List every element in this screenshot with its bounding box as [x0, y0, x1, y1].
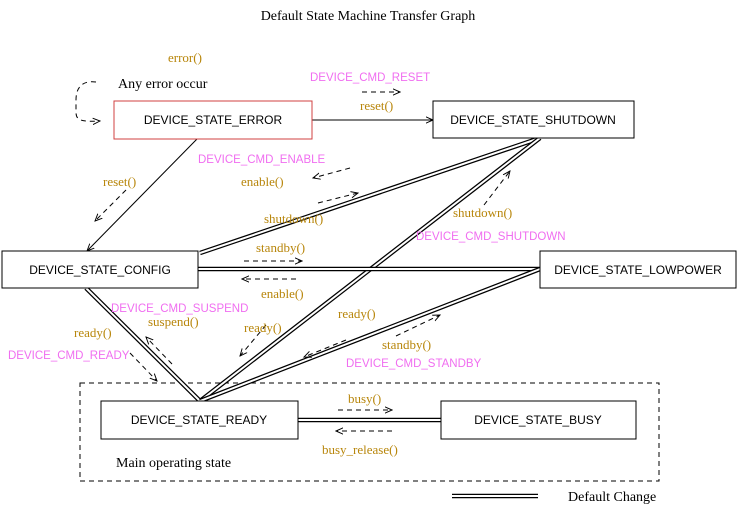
cmd-reset-label: DEVICE_CMD_RESET	[310, 72, 430, 84]
error-self-loop	[75, 81, 100, 121]
fn-shutdown-ready-label: shutdown()	[453, 205, 512, 220]
fn-standby-ready-label: standby()	[382, 337, 431, 352]
transition-error-config	[87, 138, 198, 251]
fn-reset-shutdown-label: reset()	[360, 98, 393, 113]
arrow-ready-from-lowpower	[304, 339, 347, 357]
state-lowpower-label: DEVICE_STATE_LOWPOWER	[554, 263, 722, 277]
fn-busy-release-label: busy_release()	[322, 442, 398, 457]
state-config-label: DEVICE_STATE_CONFIG	[29, 263, 171, 277]
state-shutdown: DEVICE_STATE_SHUTDOWN	[432, 100, 635, 139]
main-operating-label: Main operating state	[116, 456, 231, 471]
error-function-label: error()	[168, 50, 202, 65]
arrow-shutdown-from-ready	[483, 171, 510, 206]
transition-config-ready-inner	[85, 287, 201, 402]
fn-ready-lowpower-label: ready()	[338, 306, 376, 321]
cmd-shutdown-label: DEVICE_CMD_SHUTDOWN	[416, 231, 566, 243]
state-ready: DEVICE_STATE_READY	[100, 400, 299, 440]
any-error-note: Any error occur	[118, 77, 208, 92]
fn-enable-config-label: enable()	[241, 174, 284, 189]
state-error: DEVICE_STATE_ERROR	[113, 100, 313, 140]
fn-busy-label: busy()	[348, 391, 381, 406]
cmd-standby-label: DEVICE_CMD_STANDBY	[346, 358, 482, 370]
state-lowpower: DEVICE_STATE_LOWPOWER	[539, 250, 737, 289]
legend-default-change-label: Default Change	[568, 490, 656, 505]
fn-standby-config-label: standby()	[256, 240, 305, 255]
arrow-standby-from-ready	[395, 315, 440, 337]
legend: Default Change	[452, 490, 656, 505]
state-busy: DEVICE_STATE_BUSY	[440, 400, 637, 440]
cmd-suspend-label: DEVICE_CMD_SUSPEND	[111, 303, 248, 315]
transition-ready-lowpower-inner	[199, 268, 541, 402]
fn-enable-lowpower-label: enable()	[261, 286, 304, 301]
fn-suspend-label: suspend()	[148, 314, 199, 329]
fn-ready-config-label: ready()	[74, 325, 112, 340]
arrow-enable-to-config	[313, 167, 351, 178]
transition-shutdown-config-inner	[199, 137, 541, 254]
main-operating-group	[79, 382, 660, 482]
state-error-label: DEVICE_STATE_ERROR	[144, 113, 283, 127]
arrow-ready-from-shutdown	[240, 324, 267, 356]
state-busy-label: DEVICE_STATE_BUSY	[474, 413, 602, 427]
diagram-title: Default State Machine Transfer Graph	[261, 9, 476, 24]
arrow-reset-to-config	[95, 189, 127, 221]
cmd-ready-label: DEVICE_CMD_READY	[8, 350, 130, 362]
arrow-ready-from-config	[129, 352, 157, 381]
fn-reset-config-label: reset()	[103, 174, 136, 189]
state-shutdown-label: DEVICE_STATE_SHUTDOWN	[450, 113, 616, 127]
state-config: DEVICE_STATE_CONFIG	[1, 250, 199, 289]
arrow-shutdown-from-config	[317, 193, 358, 204]
state-ready-label: DEVICE_STATE_READY	[131, 413, 267, 427]
arrow-suspend-to-config	[146, 337, 173, 365]
cmd-enable-label: DEVICE_CMD_ENABLE	[198, 154, 326, 166]
fn-ready-shutdown-label: ready()	[244, 320, 282, 335]
fn-shutdown-config-label: shutdown()	[264, 211, 323, 226]
